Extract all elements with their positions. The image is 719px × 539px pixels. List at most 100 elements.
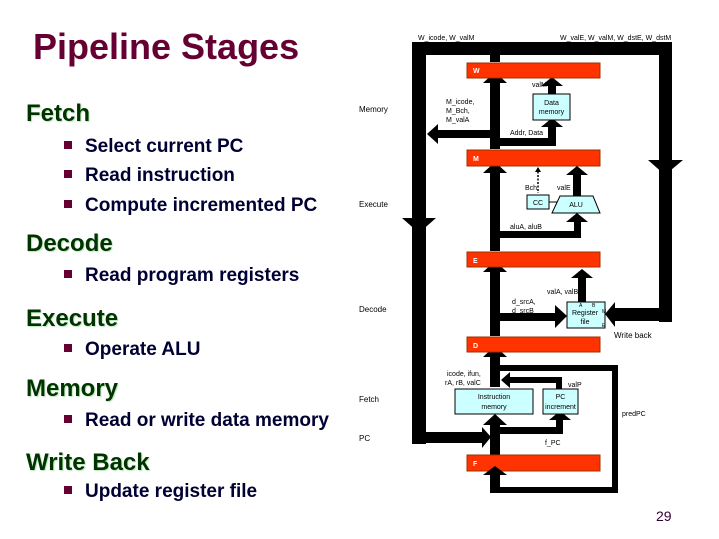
signal-label-predpc: predPC xyxy=(622,411,646,418)
alu-unit: ALU xyxy=(551,195,601,214)
slide-title: Pipeline Stages xyxy=(33,26,300,67)
bullet-square-icon xyxy=(64,199,72,208)
stage-heading-fetch: Fetch xyxy=(26,100,91,127)
arrow-left-icon xyxy=(605,302,615,327)
bullet-square-icon xyxy=(64,485,72,494)
svg-text:CC: CC xyxy=(533,200,543,207)
stage-heading-execute: Execute xyxy=(26,305,119,332)
svg-text:increment: increment xyxy=(545,404,576,411)
bullet-square-icon xyxy=(64,169,72,178)
signal-label-m-vala: M_valA xyxy=(446,117,470,124)
arrow-up-icon xyxy=(571,269,593,278)
signal-label-ra-rb-valc: rA, rB, valC xyxy=(445,380,481,387)
bullet-item: Operate ALU xyxy=(64,339,200,361)
feedback-bus-right xyxy=(500,42,683,327)
svg-text:memory: memory xyxy=(481,404,507,411)
arrow-up-icon xyxy=(541,118,563,127)
diagram-stage-label-execute: Execute xyxy=(359,200,388,209)
signal-label-w-vals: W_valE, W_valM, W_dstE, W_dstM xyxy=(560,35,671,42)
bullet-square-icon xyxy=(64,414,72,423)
diagram-stage-label-decode: Decode xyxy=(359,305,387,314)
arrow-up-icon xyxy=(483,162,507,173)
arrow-down-icon xyxy=(402,218,436,233)
page-number: 29 xyxy=(656,508,672,524)
stage-heading-write-back: Write Back xyxy=(26,449,150,476)
pc-increment-unit: PC increment xyxy=(542,388,579,415)
signal-label-vala-valb: valA, valB xyxy=(547,289,578,296)
svg-text:PC: PC xyxy=(556,394,566,401)
bullet-square-icon xyxy=(64,140,72,149)
signal-label-d-srcb: d_srcB xyxy=(512,308,534,315)
bullet-item: Select current PC xyxy=(64,136,243,158)
signal-label-w-icode-valm: W_icode, W_valM xyxy=(418,35,475,42)
register-file-unit: A B M E Register file xyxy=(566,301,606,329)
pipeline-register-d: D xyxy=(466,336,601,353)
signal-label-icode-ifun: icode, ifun, xyxy=(447,371,481,378)
arrow-up-icon xyxy=(483,466,507,475)
pipeline-register-m: M xyxy=(466,149,601,167)
arrow-up-icon xyxy=(566,213,588,222)
signal-label-d-srca: d_srcA, xyxy=(512,299,536,306)
diagram-stage-label-memory: Memory xyxy=(359,105,388,114)
signal-label-addr-data: Addr, Data xyxy=(510,130,543,137)
svg-text:M: M xyxy=(473,156,479,163)
signal-label-bch: Bch xyxy=(525,185,537,192)
signal-label-write-back: Write back xyxy=(614,331,653,340)
arrow-right-icon xyxy=(482,427,491,448)
bullet-text: Read program registers xyxy=(85,265,300,286)
bullet-item: Update register file xyxy=(64,481,257,503)
pipeline-register-w: W xyxy=(466,62,601,79)
svg-text:A: A xyxy=(579,303,583,309)
bullet-item: Read or write data memory xyxy=(64,410,329,432)
bullet-square-icon xyxy=(64,343,72,352)
pipeline-register-f: F xyxy=(466,454,601,472)
signal-label-m-bch: M_Bch, xyxy=(446,108,470,115)
bullet-text: Operate ALU xyxy=(85,339,201,360)
arrow-up-icon xyxy=(566,166,588,175)
arrow-right-icon xyxy=(555,305,567,328)
data-memory-unit: Data memory xyxy=(532,93,571,121)
arrow-up-icon xyxy=(483,414,507,425)
predpc-bus xyxy=(500,365,618,371)
svg-text:ALU: ALU xyxy=(569,202,583,209)
svg-text:F: F xyxy=(473,461,478,468)
bullet-text: Compute incremented PC xyxy=(85,195,318,216)
svg-text:D: D xyxy=(473,343,478,350)
svg-text:E: E xyxy=(602,323,606,329)
signal-label-f-pc: f_PC xyxy=(545,440,561,447)
signal-label-alua-alub: aluA, aluB xyxy=(510,224,542,231)
svg-text:Instruction: Instruction xyxy=(478,394,510,401)
svg-text:B: B xyxy=(592,303,596,309)
bullet-square-icon xyxy=(64,269,72,278)
diagram-stage-label-fetch: Fetch xyxy=(359,395,379,404)
svg-text:W: W xyxy=(473,68,480,75)
arrow-down-icon xyxy=(648,160,683,175)
svg-text:M: M xyxy=(602,309,606,315)
bullet-item: Read program registers xyxy=(64,265,299,287)
bullet-item: Read instruction xyxy=(64,165,235,187)
bullet-text: Update register file xyxy=(85,481,258,502)
signal-label-valm: valM xyxy=(532,82,547,89)
signal-label-m-icode: M_icode, xyxy=(446,99,474,106)
instruction-memory-unit: Instruction memory xyxy=(454,388,534,415)
svg-text:E: E xyxy=(473,258,478,265)
bullet-text: Select current PC xyxy=(85,136,244,157)
cc-unit: CC xyxy=(526,194,550,210)
svg-text:memory: memory xyxy=(539,109,565,116)
signal-label-valp: valP xyxy=(568,382,582,389)
svg-text:file: file xyxy=(581,319,590,326)
arrow-left-icon xyxy=(427,124,438,144)
arrow-up-icon xyxy=(549,411,571,420)
bullet-item: Compute incremented PC xyxy=(64,195,317,217)
bullet-text: Read or write data memory xyxy=(85,410,329,431)
stage-heading-decode: Decode xyxy=(26,230,113,257)
signal-label-vale: valE xyxy=(557,185,571,192)
svg-text:Register: Register xyxy=(572,310,599,317)
diagram-stage-label-pc: PC xyxy=(359,434,370,443)
svg-text:Data: Data xyxy=(544,100,559,107)
stage-heading-memory: Memory xyxy=(26,375,119,402)
arrow-up-icon xyxy=(541,77,563,86)
pipeline-register-e: E xyxy=(466,251,601,268)
feedback-bus-left xyxy=(402,42,496,448)
